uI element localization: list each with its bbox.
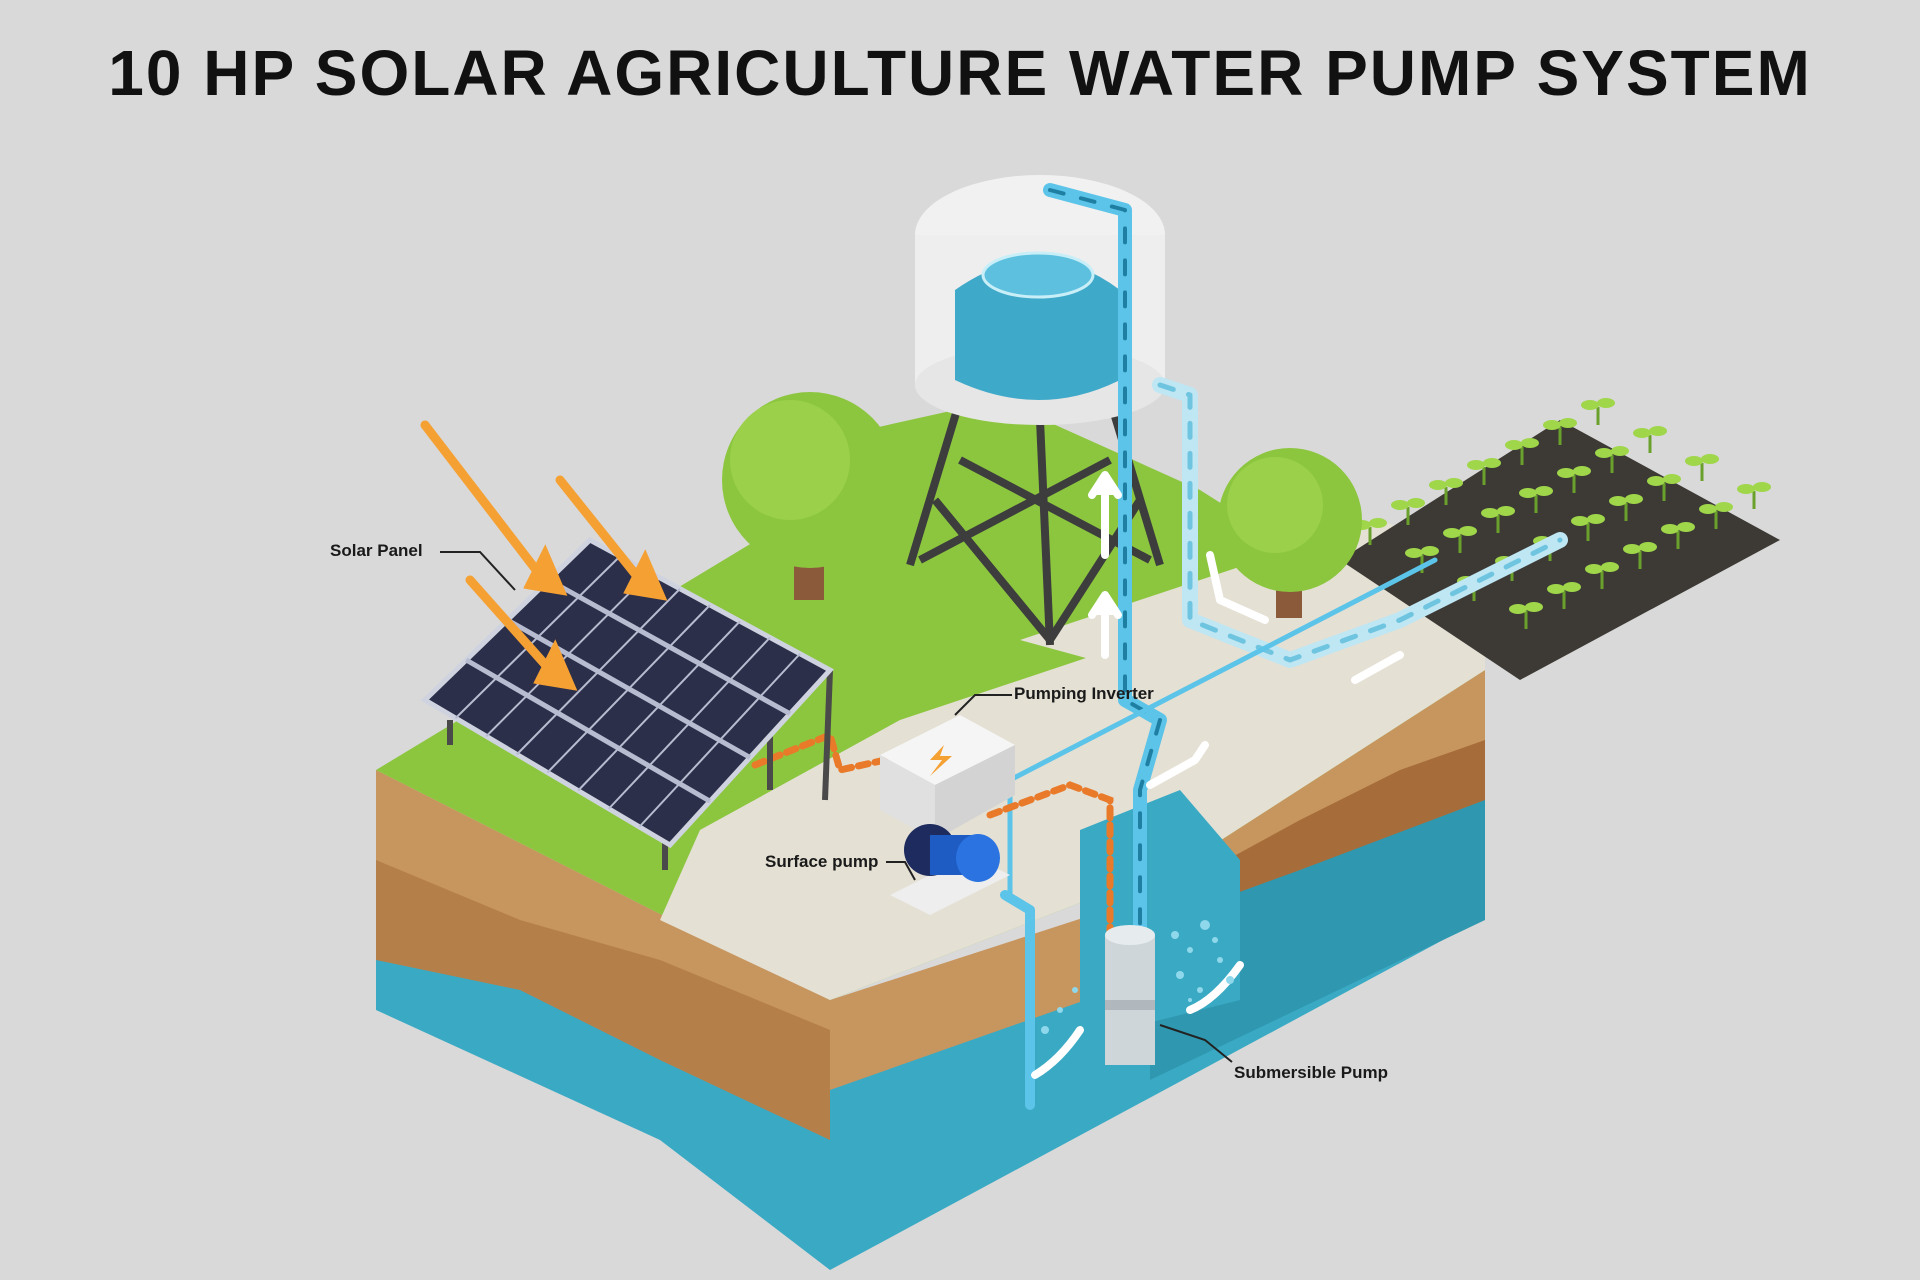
seedling-leaf: [1633, 428, 1651, 438]
bubble: [1226, 976, 1234, 984]
bubble: [1188, 998, 1192, 1002]
bubble: [1187, 947, 1193, 953]
bubble: [1197, 987, 1203, 993]
panel-row-divider: [464, 657, 712, 804]
seedling-leaf: [1715, 502, 1733, 512]
soil-front-band: [376, 860, 830, 1140]
seedling-leaf: [1467, 460, 1485, 470]
seedling-leaf: [1535, 486, 1553, 496]
grass-top: [376, 400, 1485, 1000]
seedling-leaf: [1505, 440, 1523, 450]
seedling-leaf: [1481, 508, 1499, 518]
paved-area: [660, 600, 1485, 1000]
flow-arrows: [1031, 471, 1404, 1079]
seedling-leaf: [1407, 498, 1425, 508]
seedling-leaf: [1369, 518, 1387, 528]
pumping-inverter: [880, 715, 1015, 840]
bubble: [1176, 971, 1184, 979]
tree-left: [722, 392, 898, 600]
seedling-leaf: [1597, 398, 1615, 408]
bubble: [1171, 931, 1179, 939]
seedling-leaf: [1623, 544, 1641, 554]
seedling-leaf: [1573, 466, 1591, 476]
seedling-leaf: [1525, 602, 1543, 612]
bubble: [1057, 1007, 1063, 1013]
seedling-leaf: [1483, 458, 1501, 468]
seedling-leaf: [1587, 514, 1605, 524]
seedling-leaf: [1521, 438, 1539, 448]
tree-right: [1218, 448, 1362, 618]
seedling-leaf: [1543, 420, 1561, 430]
solar-panel: [420, 536, 835, 870]
seedling-leaf: [1405, 548, 1423, 558]
seedling-leaf: [1559, 418, 1577, 428]
seedling-leaf: [1443, 528, 1461, 538]
soil-right-band: [1190, 740, 1485, 910]
seedling-leaf: [1429, 480, 1447, 490]
seedling-leaf: [1677, 522, 1695, 532]
crop-rows: [1353, 398, 1771, 629]
seedling-leaf: [1585, 564, 1603, 574]
bubble: [1200, 920, 1210, 930]
seedling-leaf: [1701, 454, 1719, 464]
seedling-leaf: [1459, 526, 1477, 536]
seedling-leaf: [1737, 484, 1755, 494]
water-bubbles: [1041, 920, 1234, 1034]
submersible-pump: [1105, 925, 1155, 1065]
seedling-leaf: [1649, 426, 1667, 436]
power-cables: [751, 730, 1114, 949]
seedling-leaf: [1753, 482, 1771, 492]
seedling-leaf: [1391, 500, 1409, 510]
label-pumping-inverter: Pumping Inverter: [1014, 684, 1154, 703]
seedling-leaf: [1595, 448, 1613, 458]
soil-front: [376, 770, 1200, 1090]
seedling-leaf: [1609, 496, 1627, 506]
bubble: [1041, 1026, 1049, 1034]
sun-rays: [420, 420, 668, 691]
seedling-leaf: [1647, 476, 1665, 486]
seedling-leaf: [1557, 468, 1575, 478]
seedling-leaf: [1663, 474, 1681, 484]
seedling-leaf: [1601, 562, 1619, 572]
lightning-icon: [930, 745, 952, 776]
seedling-leaf: [1581, 400, 1599, 410]
seedling-leaf: [1421, 546, 1439, 556]
crop-field-soil: [1340, 420, 1780, 680]
seedling-leaf: [1445, 478, 1463, 488]
seedling-leaf: [1625, 494, 1643, 504]
bubble: [1072, 987, 1078, 993]
water-tower: [906, 175, 1165, 646]
seedling-leaf: [1497, 506, 1515, 516]
seedling-leaf: [1519, 488, 1537, 498]
bubble: [1212, 937, 1218, 943]
leader-lines: [440, 551, 1233, 1063]
bubble: [1217, 957, 1223, 963]
seedling-leaf: [1685, 456, 1703, 466]
seedling-leaf: [1571, 516, 1589, 526]
diagram-title: 10 HP SOLAR AGRICULTURE WATER PUMP SYSTE…: [108, 37, 1812, 109]
seedling-leaf: [1699, 504, 1717, 514]
seedling-leaf: [1661, 524, 1679, 534]
seedling-leaf: [1547, 584, 1565, 594]
seedling-leaf: [1639, 542, 1657, 552]
label-submersible-pump: Submersible Pump: [1234, 1063, 1388, 1082]
label-solar-panel: Solar Panel: [330, 541, 423, 560]
label-surface-pump: Surface pump: [765, 852, 879, 871]
seedling-leaf: [1611, 446, 1629, 456]
panel-row-divider: [506, 617, 752, 760]
seedling-leaf: [1563, 582, 1581, 592]
surface-pump: [890, 824, 1010, 915]
water-tower-water: [955, 260, 1120, 400]
panel-row-divider: [547, 577, 792, 716]
seedling-leaf: [1509, 604, 1527, 614]
crop-field: [1340, 398, 1780, 680]
